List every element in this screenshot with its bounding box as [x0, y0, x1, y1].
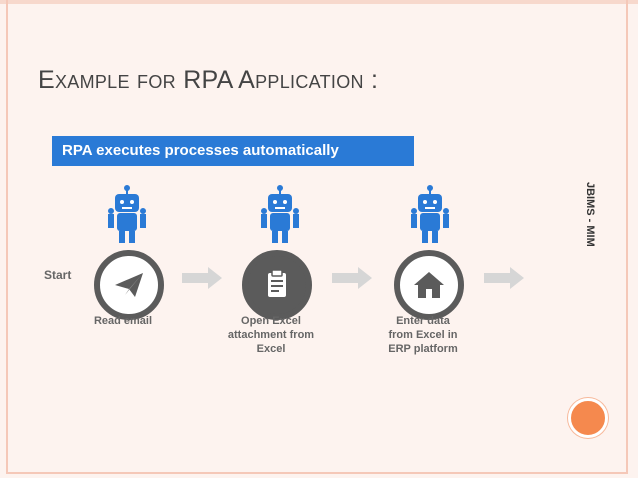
- step-label: Open Excel attachment from Excel: [227, 315, 315, 355]
- slide-title: Example for RPA Application :: [38, 66, 379, 94]
- step-read-email: [94, 250, 164, 320]
- robot-icon: [411, 185, 449, 243]
- start-label: Start: [44, 268, 72, 282]
- paper-plane-icon: [115, 273, 143, 297]
- accent-dot: [568, 398, 608, 438]
- step-label: Enter data from Excel in ERP platform: [388, 315, 458, 355]
- arrow-icon: [484, 267, 524, 289]
- clipboard-icon: [268, 269, 286, 297]
- robot-icon: [261, 185, 299, 243]
- diagram-banner: RPA executes processes automatically: [52, 136, 414, 166]
- arrow-icon: [182, 267, 222, 289]
- home-icon: [414, 272, 444, 298]
- top-accent-line: [0, 0, 638, 4]
- step-open-excel: [242, 250, 312, 320]
- step-enter-data: [394, 250, 464, 320]
- slide-border: [6, 0, 628, 474]
- side-label: JBIMS - MIM: [584, 182, 596, 247]
- step-label: Read email: [93, 315, 153, 327]
- robot-icon: [108, 185, 146, 243]
- arrow-icon: [332, 267, 372, 289]
- rpa-diagram: RPA executes processes automatically: [30, 130, 560, 370]
